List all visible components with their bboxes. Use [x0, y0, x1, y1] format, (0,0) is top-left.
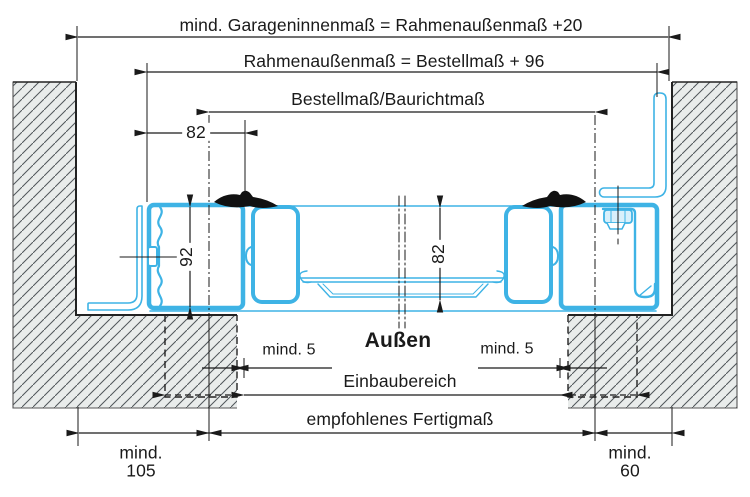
extension-lines — [76, 26, 673, 446]
label-min105-word: mind. — [119, 442, 163, 463]
panel-section-right — [504, 205, 553, 304]
label-outside: Außen — [364, 328, 432, 352]
label-min60: mind. 60 — [608, 442, 652, 481]
label-82-frame-width: 82 — [182, 122, 210, 141]
label-install-area: Einbaubereich — [343, 370, 457, 391]
right-angle-bracket — [598, 92, 667, 198]
label-finished-dim: empfohlenes Fertigmaß — [306, 408, 494, 429]
left-angle-bracket — [87, 205, 143, 311]
right-wall-hatch — [568, 82, 737, 408]
anchor-pocket-right — [567, 315, 638, 398]
brush-seal-right — [522, 190, 586, 208]
label-92-frame-height: 92 — [176, 243, 196, 271]
label-min105-value: 105 — [126, 461, 156, 481]
left-wall-hatch — [13, 82, 237, 408]
right-wall-inner-face — [568, 82, 673, 316]
label-order-dim: Bestellmaß/Baurichtmaß — [291, 88, 485, 109]
wall-structure — [12, 81, 738, 409]
left-wall-inner-face — [75, 82, 237, 316]
door-panel — [245, 195, 559, 329]
label-min105: mind. 105 — [119, 442, 163, 481]
panel-bottom-tray — [317, 283, 489, 298]
label-min60-value: 60 — [620, 461, 640, 481]
label-frame-outer-dim: Rahmenaußenmaß = Bestellmaß + 96 — [243, 50, 545, 71]
right-inner-channel — [601, 207, 657, 299]
right-frame-box — [558, 202, 660, 311]
profiles — [87, 92, 667, 329]
right-frame-profile — [558, 92, 667, 311]
label-min5-right: mind. 5 — [480, 340, 534, 358]
label-min60-word: mind. — [608, 442, 652, 463]
anchor-pocket-left — [164, 315, 238, 398]
panel-section-left — [251, 205, 300, 304]
brush-seal-left — [214, 190, 278, 208]
label-min5-left: mind. 5 — [262, 341, 316, 359]
left-frame-profile — [87, 202, 246, 311]
label-garage-inner-dim: mind. Garageninnenmaß = Rahmenaußenmaß +… — [179, 14, 583, 35]
label-82-panel-thickness: 82 — [428, 240, 448, 268]
